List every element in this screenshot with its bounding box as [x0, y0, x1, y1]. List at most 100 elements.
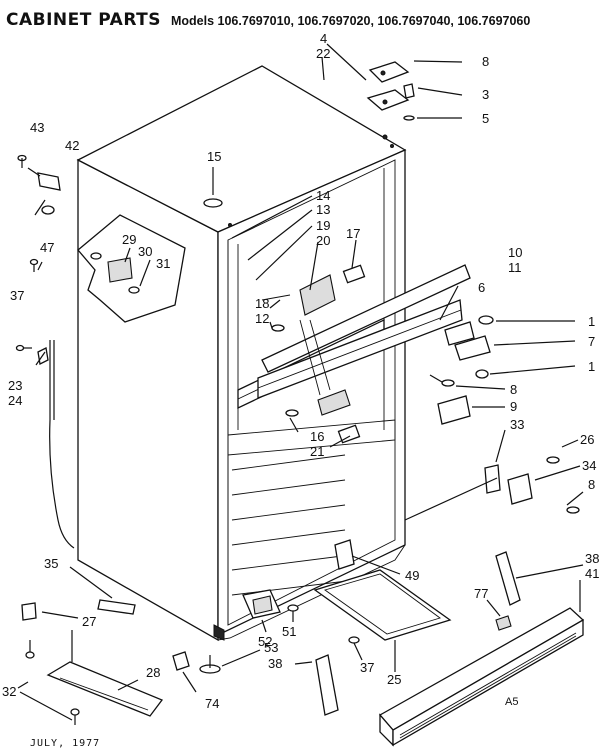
bottom-parts	[17, 539, 585, 747]
callout-33: 33	[510, 417, 524, 432]
bracket-20	[299, 274, 336, 316]
part-74	[172, 651, 190, 671]
screw-32a	[25, 651, 35, 659]
callout-41: 41	[585, 566, 599, 581]
handle-42	[37, 172, 61, 191]
callout-7: 7	[588, 334, 595, 349]
part-77	[495, 615, 512, 631]
callout-12: 12	[255, 311, 269, 326]
hinge-34	[507, 473, 533, 505]
callout-37: 37	[10, 288, 24, 303]
callout-4: 4	[320, 31, 327, 46]
callout-43: 43	[30, 120, 44, 135]
screw-16	[285, 409, 299, 417]
mullion-strip	[261, 264, 471, 373]
callout-5: 5	[482, 111, 489, 126]
right-door-parts	[429, 285, 576, 425]
hinge-pin	[403, 83, 415, 99]
callout-15: 15	[207, 149, 221, 164]
callout-16: 16	[310, 429, 324, 444]
base-rail-28	[46, 661, 164, 717]
callout-14: 14	[316, 188, 330, 203]
hinge-washer	[403, 115, 415, 121]
bracket-33	[484, 464, 501, 494]
part-35	[97, 599, 136, 615]
callout-30: 30	[138, 244, 152, 259]
control-panel	[77, 214, 186, 323]
grille-41-face	[392, 618, 584, 747]
cabinet-parts	[203, 198, 366, 444]
callout-3: 3	[482, 87, 489, 102]
cover-21	[337, 424, 361, 444]
callout-77: 77	[474, 586, 488, 601]
bracket-6	[444, 321, 475, 346]
callout-38b: 38	[268, 656, 282, 671]
callout-22: 22	[316, 46, 330, 61]
screw-31	[128, 286, 140, 294]
stop-9	[437, 395, 471, 425]
screw-26	[546, 456, 560, 464]
control-bracket-30	[107, 257, 133, 283]
callout-23: 23	[8, 378, 22, 393]
screw-37b	[348, 636, 360, 644]
callout-28: 28	[146, 665, 160, 680]
callout-32: 32	[2, 684, 16, 699]
callout-1b: 1	[588, 359, 595, 374]
hinge-7	[454, 335, 491, 361]
callout-8b: 8	[510, 382, 517, 397]
callout-8c: 8	[588, 477, 595, 492]
callout-26: 26	[580, 432, 594, 447]
callout-6: 6	[478, 280, 485, 295]
models-line: Models 106.7697010, 106.7697020, 106.769…	[171, 14, 531, 28]
callout-9: 9	[510, 399, 517, 414]
screw-51	[287, 604, 299, 612]
callout-18: 18	[255, 296, 269, 311]
callout-52: 52	[258, 634, 272, 649]
plug-15	[203, 198, 223, 208]
callout-47: 47	[40, 240, 54, 255]
left-parts	[15, 154, 75, 549]
washer-1b	[475, 369, 489, 379]
cover-52-inner	[252, 595, 273, 615]
hinge-plate-lower	[366, 89, 410, 111]
screw-12	[271, 324, 285, 332]
callout-42: 42	[65, 138, 79, 153]
screw-8	[441, 379, 455, 387]
drain-tube-24	[49, 340, 75, 549]
screw-32b	[70, 708, 80, 716]
bracket-38b	[495, 551, 521, 606]
callout-13: 13	[316, 202, 330, 217]
washer-1	[478, 315, 494, 325]
lower-hinge	[404, 429, 584, 521]
bracket-49	[334, 539, 355, 570]
callout-10: 10	[508, 245, 522, 260]
callout-34: 34	[582, 458, 596, 473]
bracket-27	[21, 602, 37, 621]
page-title: CABINET PARTS	[6, 10, 161, 30]
callout-38: 38	[585, 551, 599, 566]
callout-20: 20	[316, 233, 330, 248]
cap-47	[41, 205, 55, 215]
callouts: 4 22 8 3 5 43 42 15 14 13 19 20 17 29 30…	[2, 31, 599, 711]
drain-pan-25	[313, 569, 452, 641]
top-hinge	[321, 43, 463, 121]
callout-74: 74	[205, 696, 219, 711]
callout-49: 49	[405, 568, 419, 583]
callout-19: 19	[316, 218, 330, 233]
callout-51: 51	[282, 624, 296, 639]
callout-24: 24	[8, 393, 22, 408]
callout-31: 31	[156, 256, 170, 271]
callout-37b: 37	[360, 660, 374, 675]
screw-8c	[566, 506, 580, 514]
screw-left	[15, 344, 25, 352]
cover-17	[342, 264, 366, 284]
screw-29	[90, 252, 102, 260]
callout-11: 11	[508, 260, 522, 275]
callout-27: 27	[82, 614, 96, 629]
callout-25: 25	[387, 672, 401, 687]
hinge-plate-upper	[368, 61, 410, 83]
publication-date: JULY, 1977	[30, 738, 101, 749]
callout-1: 1	[588, 314, 595, 329]
screw-37	[29, 258, 39, 266]
